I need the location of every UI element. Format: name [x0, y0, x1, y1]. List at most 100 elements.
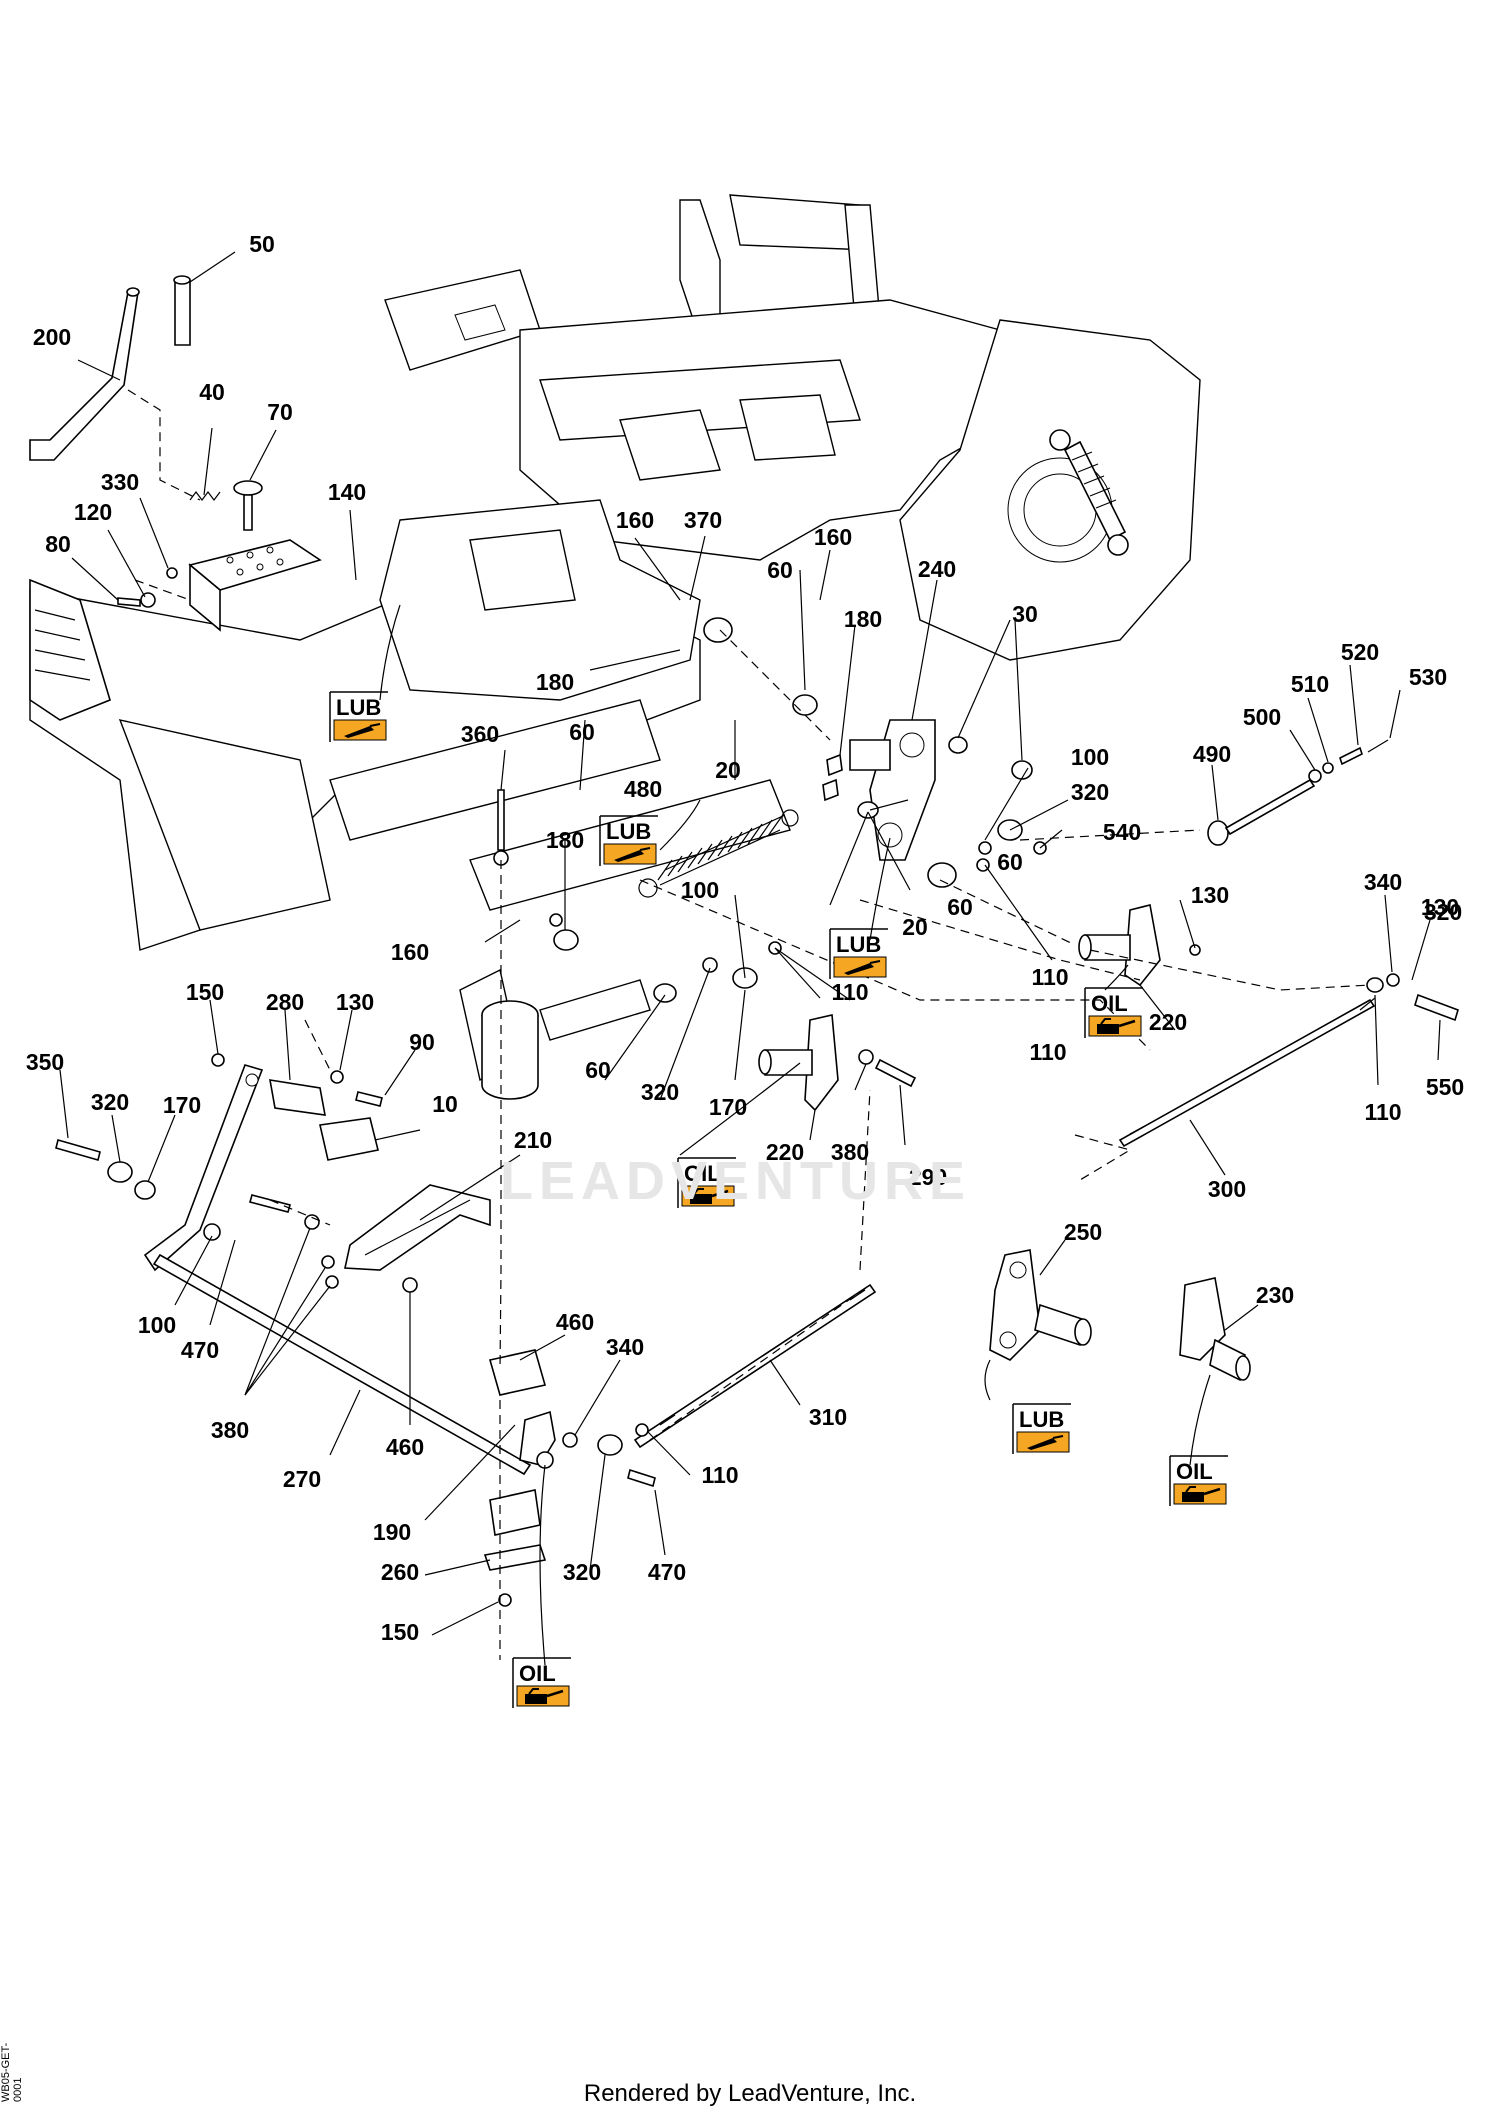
- part-320-rodend-left: [107, 1161, 133, 1183]
- callout-70: 70: [267, 399, 293, 425]
- callout-320: 320: [1424, 899, 1462, 925]
- callout-220: 220: [1149, 1009, 1187, 1035]
- badge-label: LUB: [606, 819, 651, 844]
- callout-120: 120: [74, 499, 112, 525]
- callout-110: 110: [1029, 1039, 1066, 1065]
- badge-oil: OIL: [677, 1157, 736, 1208]
- callout-170: 170: [709, 1094, 747, 1120]
- callout-320: 320: [563, 1559, 601, 1585]
- callout-320: 320: [91, 1089, 129, 1115]
- callout-360: 360: [461, 721, 499, 747]
- badge-oil: OIL: [512, 1657, 571, 1708]
- part-340-washer-bottom: [562, 1432, 578, 1448]
- part-150-nut-bottom: [498, 1593, 512, 1607]
- part-470-bolt-bottom: [627, 1468, 656, 1488]
- callout-340: 340: [1364, 869, 1402, 895]
- callout-90: 90: [409, 1029, 435, 1055]
- part-90-screw: [355, 1091, 383, 1107]
- part-460-nut-left: [402, 1277, 418, 1293]
- callout-160: 160: [616, 507, 654, 533]
- callout-60: 60: [585, 1057, 611, 1083]
- part-280-bracket: [269, 1079, 326, 1116]
- callout-470: 470: [181, 1337, 219, 1363]
- part-270-lever-plate: [143, 1064, 264, 1272]
- part-150-nut-top: [211, 1053, 225, 1067]
- badge-oil: OIL: [1084, 987, 1143, 1038]
- oil-can-icon: [690, 1188, 729, 1204]
- badge-lub: LUB: [829, 928, 888, 979]
- footer-credit: Rendered by LeadVenture, Inc.: [583, 2080, 917, 2107]
- part-530-pin: [1367, 739, 1389, 753]
- callout-220: 220: [766, 1139, 804, 1165]
- callout-10: 10: [432, 1091, 458, 1117]
- part-270-shaft: [152, 1253, 532, 1476]
- badge-connectors: [379, 604, 1211, 1666]
- badge-label: OIL: [1091, 991, 1128, 1016]
- part-380-washer-mid: [858, 1049, 874, 1065]
- part-80-bolt: [117, 597, 141, 607]
- callout-260: 260: [381, 1559, 419, 1585]
- part-350-bolt: [55, 1139, 101, 1161]
- badge-label: OIL: [519, 1661, 556, 1686]
- callout-190: 190: [373, 1519, 411, 1545]
- part-320-rodend-bottom: [597, 1434, 623, 1456]
- callout-280: 280: [266, 989, 304, 1015]
- callout-460: 460: [556, 1309, 594, 1335]
- callout-100: 100: [138, 1312, 176, 1338]
- callout-210: 210: [514, 1127, 552, 1153]
- part-340-washer-right: [1386, 973, 1400, 987]
- part-470-bolt-left: [249, 1194, 291, 1213]
- oil-can-icon: [1182, 1486, 1221, 1502]
- part-70-knob: [233, 480, 263, 531]
- callout-250: 250: [1064, 1219, 1102, 1245]
- callout-230: 230: [1256, 1282, 1294, 1308]
- callout-30: 30: [1012, 601, 1038, 627]
- part-490-eyebolt: [1207, 778, 1316, 846]
- document-id: WB05-GET-0001: [0, 2042, 24, 2102]
- badge-label: LUB: [336, 695, 381, 720]
- callout-130: 130: [1421, 894, 1459, 920]
- part-220-bracket-right: [1078, 904, 1161, 987]
- part-360-bolt: [497, 789, 505, 851]
- callout-460: 460: [386, 1434, 424, 1460]
- watermark: LEADVENTURE: [500, 1151, 972, 1211]
- callout-60: 60: [569, 719, 595, 745]
- callout-270: 270: [283, 1466, 321, 1492]
- callout-380: 380: [211, 1417, 249, 1443]
- pedal-plate: [188, 539, 322, 632]
- part-250-bellcrank: [989, 1249, 1092, 1361]
- callout-110: 110: [831, 979, 868, 1005]
- part-170-bushing-left: [134, 1180, 156, 1200]
- callout-140: 140: [328, 479, 366, 505]
- badge-label: LUB: [836, 932, 881, 957]
- part-50-grip: [173, 275, 191, 346]
- assembly-lines: [127, 389, 1371, 1660]
- callout-200: 200: [33, 324, 71, 350]
- part-130-washer-left: [330, 1070, 344, 1084]
- part-40-spring: [189, 491, 221, 501]
- part-230-bracket: [1179, 1277, 1251, 1382]
- callout-490: 490: [1193, 741, 1231, 767]
- badge-label: OIL: [1176, 1459, 1213, 1484]
- badge-label: OIL: [684, 1161, 721, 1186]
- callout-110: 110: [701, 1462, 738, 1488]
- part-290-bolt: [874, 1058, 917, 1088]
- callout-500: 500: [1243, 704, 1281, 730]
- part-500-nut: [1308, 769, 1322, 783]
- part-380-washer-c: [325, 1275, 339, 1289]
- badge-lub: LUB: [599, 815, 658, 866]
- callout-50: 50: [249, 231, 275, 257]
- callout-320: 320: [1071, 779, 1109, 805]
- part-460-clamp-top: [488, 1349, 547, 1396]
- part-240-arm: [849, 719, 936, 861]
- part-330-nut: [166, 567, 178, 579]
- badge-label: LUB: [1019, 1407, 1064, 1432]
- badge-lub: LUB: [329, 691, 388, 742]
- part-260-plate: [483, 1544, 547, 1571]
- grease-gun-icon: [614, 847, 651, 862]
- callout-330: 330: [101, 469, 139, 495]
- callout-20: 20: [902, 914, 928, 940]
- callout-170: 170: [163, 1092, 201, 1118]
- badge-lub: LUB: [1012, 1403, 1071, 1454]
